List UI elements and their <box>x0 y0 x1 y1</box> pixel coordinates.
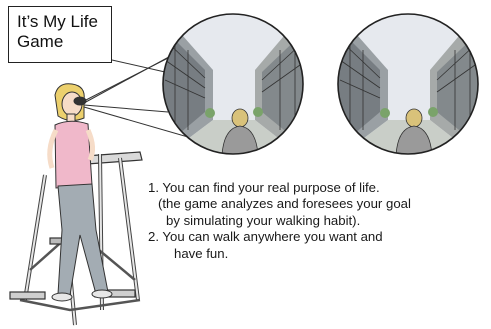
note-2-line-1: 2. You can walk anywhere you want and <box>148 229 383 245</box>
note-1-line-1: 1. You can find your real purpose of lif… <box>148 180 380 195</box>
note-1-line-3: by simulating your walking habit). <box>166 212 361 228</box>
note-2-line-2: have fun. <box>174 245 229 261</box>
feature-notes: 1. You can find your real purpose of lif… <box>148 180 488 262</box>
note-1-line-2: (the game analyzes and foresees your goa… <box>158 196 411 212</box>
left-lens-view <box>162 13 304 155</box>
title-box: It’s My Life Game <box>8 6 112 63</box>
woman-figure <box>47 83 113 302</box>
title-line-2: Game <box>17 32 64 51</box>
right-lens-view <box>337 13 479 155</box>
title-line-1: It’s My Life <box>17 12 98 31</box>
